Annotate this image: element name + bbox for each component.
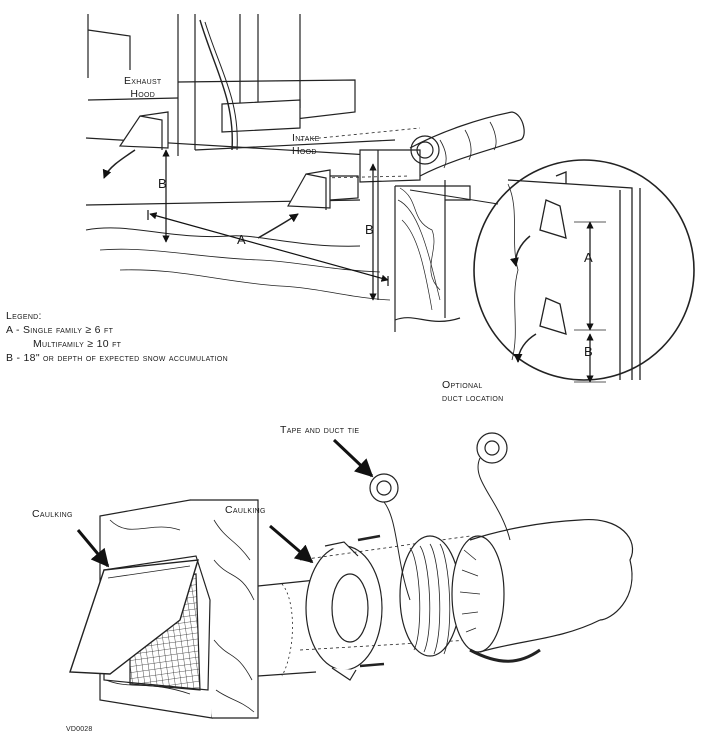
dimension-lines bbox=[147, 149, 389, 301]
dimension-a-main: A bbox=[237, 232, 246, 247]
optional-line2: duct location bbox=[442, 392, 504, 404]
house-wall-illustration bbox=[85, 14, 525, 332]
figure-code: VD0028 bbox=[66, 726, 93, 733]
intake-hood-line1: Intake bbox=[292, 132, 320, 144]
duct-assembly-illustration bbox=[69, 432, 634, 719]
tape-duct-tie-label: Tape and duct tie bbox=[280, 424, 360, 436]
caulking-left-label: Caulking bbox=[32, 508, 73, 520]
caulking-right-label: Caulking bbox=[225, 504, 266, 516]
optional-duct-inset bbox=[409, 159, 695, 383]
legend-line-b: B - 18" or depth of expected snow accumu… bbox=[6, 352, 228, 364]
legend-line-a1: A - Single family ≥ 6 ft bbox=[6, 324, 114, 336]
callout-arrows bbox=[76, 438, 374, 568]
intake-hood-line2: Hood bbox=[292, 145, 317, 157]
intake-hood-label: Intake Hood bbox=[292, 132, 320, 158]
dimension-b-right: B bbox=[365, 222, 374, 237]
exhaust-hood-label: Exhaust Hood bbox=[124, 75, 162, 101]
exhaust-hood-line1: Exhaust bbox=[124, 75, 162, 87]
dimension-b-left: B bbox=[158, 176, 167, 191]
dimension-a-inset: A bbox=[584, 250, 593, 265]
exhaust-hood-line2: Hood bbox=[130, 88, 156, 100]
legend: Legend: A - Single family ≥ 6 ft Multifa… bbox=[6, 309, 228, 365]
optional-line1: Optional bbox=[442, 379, 483, 391]
legend-line-a2: Multifamily ≥ 10 ft bbox=[33, 338, 122, 350]
optional-duct-location-label: Optional duct location bbox=[442, 379, 504, 405]
legend-title: Legend: bbox=[6, 310, 42, 322]
dimension-b-inset: B bbox=[584, 344, 593, 359]
